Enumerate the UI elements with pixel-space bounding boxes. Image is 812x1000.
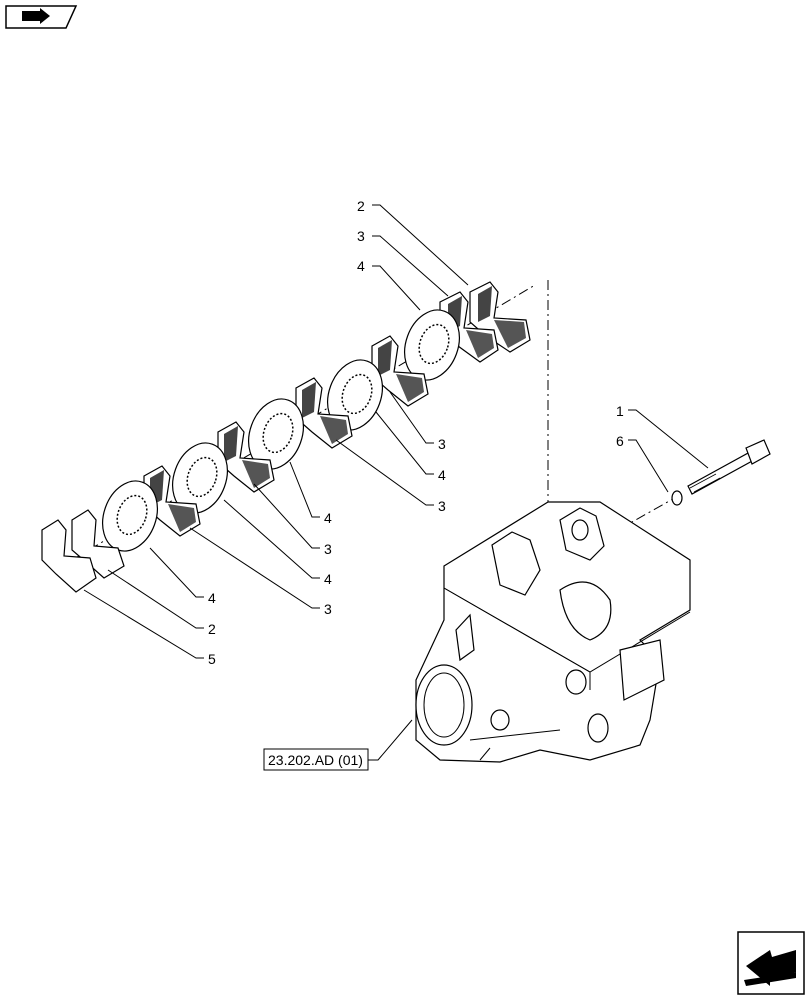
callout-label: 4 <box>324 571 332 587</box>
leader-lines <box>83 204 709 761</box>
ring-part-4-r2 <box>248 398 304 470</box>
callout-label: 3 <box>324 601 332 617</box>
callout-label: 5 <box>208 651 216 667</box>
ring-part-4-top <box>404 309 460 381</box>
plate-part-3-r1 <box>371 335 429 407</box>
book-arrow-icon[interactable] <box>5 5 78 29</box>
housing <box>415 501 691 763</box>
reference-box[interactable]: 23.202.AD (01) <box>263 748 369 771</box>
callout-labels: 2 3 4 1 6 3 4 3 4 3 4 3 4 2 5 <box>208 198 624 667</box>
callout-label: 6 <box>616 433 624 449</box>
callout-label: 3 <box>438 436 446 452</box>
plate-part-5 <box>41 519 97 593</box>
ring-part-4-r1 <box>327 359 383 431</box>
callout-label: 4 <box>357 258 365 274</box>
next-page-arrow-icon[interactable] <box>737 931 805 995</box>
callout-label: 1 <box>616 403 624 419</box>
ring-part-4-l <box>102 480 158 552</box>
callout-label: 4 <box>208 590 216 606</box>
callout-label: 4 <box>324 510 332 526</box>
callout-label: 2 <box>357 198 365 214</box>
callout-label: 2 <box>208 621 216 637</box>
plate-part-3-r3 <box>217 421 275 493</box>
rod-axis <box>599 494 681 541</box>
disc-stack <box>41 281 531 593</box>
reference-label: 23.202.AD (01) <box>268 752 363 768</box>
callout-label: 3 <box>357 228 365 244</box>
callout-label: 3 <box>438 498 446 514</box>
plate-part-3-r2 <box>295 377 353 449</box>
washer-part-6 <box>671 490 683 506</box>
callout-label: 4 <box>438 467 446 483</box>
callout-label: 3 <box>324 541 332 557</box>
bolt-part-1 <box>687 439 771 495</box>
